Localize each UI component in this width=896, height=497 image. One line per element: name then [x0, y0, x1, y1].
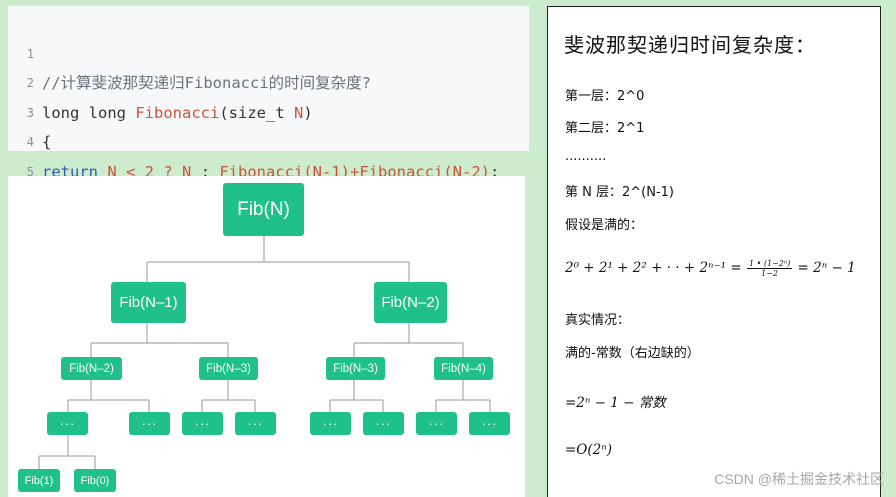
- note-real-case: 真实情况：: [565, 313, 631, 328]
- note-layer-1: 第一层：2^0: [565, 89, 645, 104]
- handwritten-notes-panel: 斐波那契递归时间复杂度： 第一层：2^0 第二层：2^1 .......... …: [547, 6, 881, 497]
- node-fib-n: Fib(N): [223, 183, 304, 236]
- formula-numerator: 1 • (1−2ⁿ): [746, 259, 793, 269]
- code-var: N: [107, 162, 126, 181]
- code-semicolon: ;: [490, 162, 500, 181]
- node-ellipsis: ···: [129, 412, 170, 435]
- node-ellipsis: ···: [469, 412, 510, 435]
- line-number: 5: [26, 164, 34, 179]
- code-param-name: N: [293, 103, 304, 122]
- code-number: 2: [144, 162, 164, 181]
- node-fib-1: Fib(1): [18, 469, 60, 492]
- code-paren: ): [303, 103, 313, 122]
- note-layer-2: 第二层：2^1: [565, 121, 645, 136]
- geometric-sum-formula: 2⁰ + 2¹ + 2² + · · + 2ⁿ⁻¹ = 1 • (1−2ⁿ) 1…: [565, 259, 856, 278]
- code-params: (size_t: [219, 103, 294, 122]
- node-fib-n-minus-3: Fib(N–3): [326, 357, 385, 380]
- note-full-minus-constant: 满的-常数（右边缺的）: [565, 346, 700, 361]
- note-equation-1: =2ⁿ − 1 − 常数: [565, 395, 666, 411]
- code-line-3: 3 {: [8, 69, 529, 152]
- line-number: 4: [26, 135, 34, 149]
- node-fib-0: Fib(0): [74, 469, 116, 492]
- line-number: 2: [26, 76, 34, 90]
- notes-title: 斐波那契递归时间复杂度：: [564, 33, 816, 57]
- line-number: 3: [26, 105, 34, 120]
- formula-fraction: 1 • (1−2ⁿ) 1−2: [746, 259, 793, 278]
- note-layer-n: 第 N 层：2^(N-1): [565, 185, 674, 200]
- code-line-1: 1 //计算斐波那契递归Fibonacci的时间复杂度?: [8, 10, 529, 93]
- code-snippet-panel: 1 //计算斐波那契递归Fibonacci的时间复杂度? 2 long long…: [8, 6, 529, 210]
- formula-right: = 2ⁿ − 1: [797, 260, 856, 276]
- line-number: 1: [26, 46, 34, 61]
- node-ellipsis: ···: [310, 412, 351, 435]
- node-fib-n-minus-1: Fib(N–1): [111, 282, 186, 323]
- code-operator: <: [126, 162, 145, 181]
- note-assume-full: 假设是满的：: [565, 218, 644, 233]
- code-brace-open: {: [42, 133, 52, 151]
- note-dots: ..........: [565, 149, 607, 164]
- node-fib-n-minus-2: Fib(N–2): [374, 282, 447, 323]
- code-operator: :: [200, 162, 220, 181]
- node-fib-n-minus-2: Fib(N–2): [61, 357, 122, 380]
- note-big-o: =O(2ⁿ): [565, 442, 612, 458]
- code-function-name: Fibonacci: [135, 103, 220, 122]
- code-comment: //计算斐波那契递归Fibonacci的时间复杂度?: [42, 74, 371, 92]
- code-keyword: long long: [42, 103, 136, 122]
- code-line-4: 4 return N < 2 ? N : Fibonacci(N-1)+Fibo…: [8, 99, 529, 181]
- node-ellipsis: ···: [182, 412, 223, 435]
- node-fib-n-minus-4: Fib(N–4): [434, 357, 493, 380]
- code-var: N: [182, 162, 201, 181]
- recursion-tree-panel: Fib(N) Fib(N–1) Fib(N–2) Fib(N–2) Fib(N–…: [8, 176, 525, 497]
- node-ellipsis: ···: [47, 412, 88, 435]
- formula-left: 2⁰ + 2¹ + 2² + · · + 2ⁿ⁻¹ =: [565, 260, 742, 276]
- formula-denominator: 1−2: [761, 269, 779, 278]
- code-operator: +: [350, 162, 360, 181]
- node-ellipsis: ···: [416, 412, 457, 435]
- node-fib-n-minus-3: Fib(N–3): [199, 357, 258, 380]
- watermark: CSDN @稀土掘金技术社区: [714, 471, 884, 487]
- code-line-5: 5 }: [8, 128, 529, 211]
- tree-connectors: [38, 236, 491, 469]
- code-line-2: 2 long long Fibonacci(size_t N): [8, 40, 529, 122]
- node-ellipsis: ···: [363, 412, 404, 435]
- code-operator: ?: [163, 162, 183, 181]
- node-ellipsis: ···: [235, 412, 276, 435]
